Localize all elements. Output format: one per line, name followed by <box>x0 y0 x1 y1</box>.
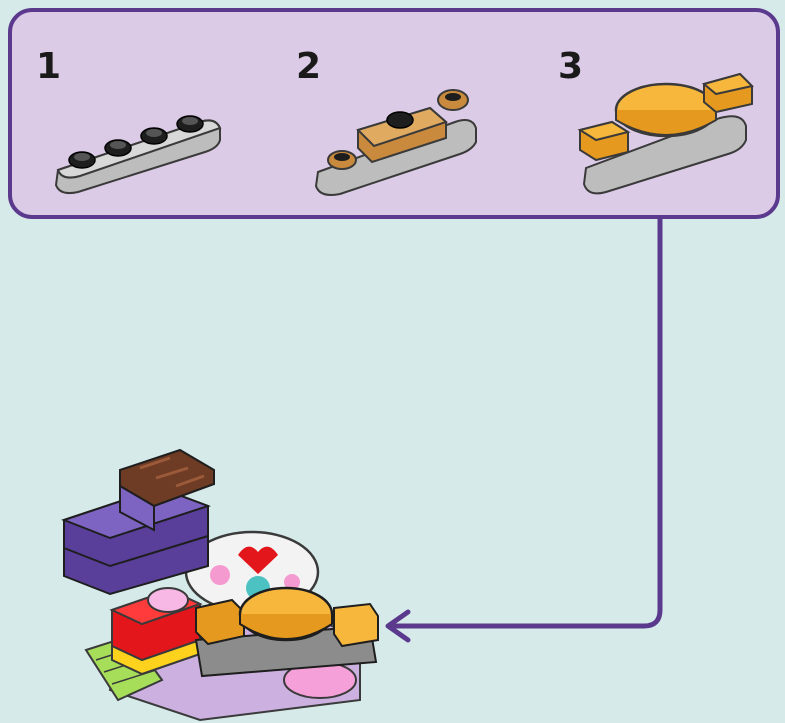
step-3-orange-assembly <box>577 72 754 195</box>
attached-orange-assembly <box>194 586 379 678</box>
step-2-tan-tile <box>314 89 477 196</box>
step-1-grey-plate <box>54 115 222 195</box>
step-number-1: 1 <box>36 46 61 87</box>
final-model <box>61 448 379 722</box>
purple-brick-with-chocolate <box>61 448 215 596</box>
step-number-3: 3 <box>558 46 583 87</box>
connector-arrow <box>385 218 663 643</box>
step-number-2: 2 <box>296 46 321 87</box>
